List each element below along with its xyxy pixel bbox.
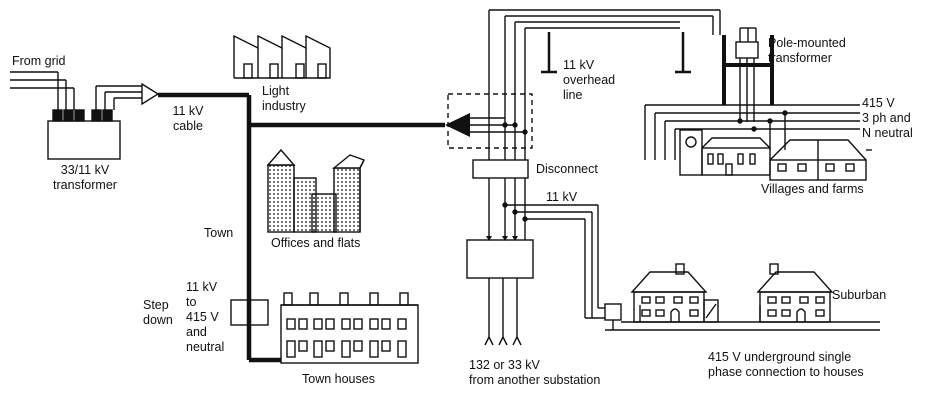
offices-flats-buildings xyxy=(266,148,365,233)
transformer-output-lines xyxy=(95,82,160,110)
underground-cable xyxy=(585,303,880,331)
step-down-voltage-label: 11 kV to 415 V and neutral xyxy=(186,280,225,354)
village-church xyxy=(679,129,771,176)
pole-transformer-label: Pole-mounted transformer xyxy=(768,36,846,65)
suburban-house-1 xyxy=(630,263,719,323)
kv11-branch-label: 11 kV xyxy=(546,190,578,204)
town-houses-terrace xyxy=(280,292,419,364)
suburban-label: Suburban xyxy=(832,288,887,302)
from-grid-label: From grid xyxy=(12,54,66,68)
substation-busbars xyxy=(470,10,528,160)
transformer-33-11kv-label: 33/11 kV transformer xyxy=(53,163,117,192)
cable-11kv-label: 11 kV cable xyxy=(172,104,204,133)
three-phase-label: 415 V 3 ph and N neutral xyxy=(862,96,913,140)
light-industry-building xyxy=(233,34,331,79)
incoming-supply-lines xyxy=(484,278,522,346)
disconnect-box xyxy=(472,159,529,179)
villages-farms-label: Villages and farms xyxy=(761,182,864,196)
overhead-line-11kv xyxy=(489,9,721,35)
town-label: Town xyxy=(204,226,234,240)
transformer-33-11kv xyxy=(47,109,121,160)
step-down-label: Step down xyxy=(143,298,173,327)
village-supply-lines xyxy=(644,104,860,160)
incoming-supply-label: 132 or 33 kV from another substation xyxy=(469,358,601,387)
underground-label: 415 V underground single phase connectio… xyxy=(708,350,864,379)
cable-arrow-head xyxy=(445,113,470,137)
step-down-transformer xyxy=(230,299,269,326)
cable-11kv-network xyxy=(158,92,445,363)
town-houses-label: Town houses xyxy=(302,372,375,386)
lower-substation-box xyxy=(466,236,534,279)
substation-dashed-box xyxy=(447,93,533,149)
overhead-poles xyxy=(541,32,691,74)
village-farmhouse xyxy=(769,139,872,181)
overhead-line-label: 11 kV overhead line xyxy=(563,58,616,102)
grid-feed-lines xyxy=(10,71,75,110)
suburban-house-2 xyxy=(756,263,834,323)
light-industry-label: Light industry xyxy=(262,84,306,113)
feeder-lines-11kv xyxy=(488,178,605,318)
disconnect-label: Disconnect xyxy=(536,162,598,176)
offices-flats-label: Offices and flats xyxy=(271,236,361,250)
pole-mounted-transformer xyxy=(722,27,774,122)
